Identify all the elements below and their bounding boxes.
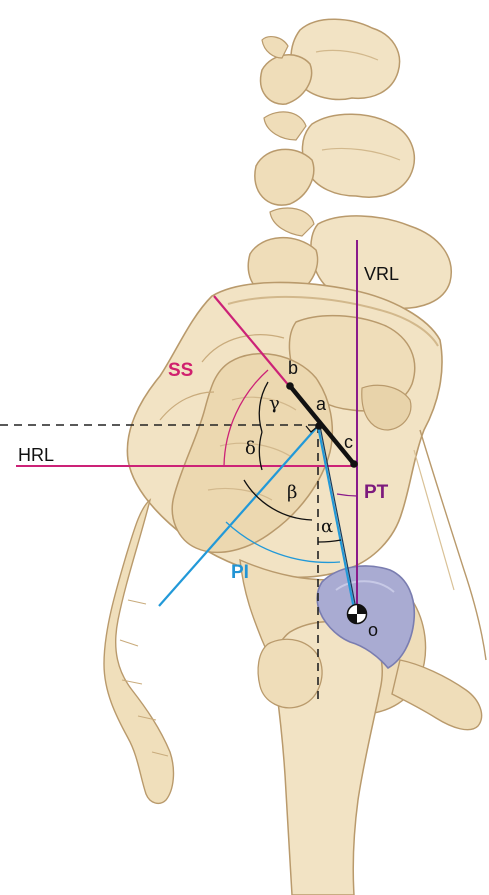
- pi-label: PI: [231, 562, 249, 583]
- ss-label: SS: [168, 360, 193, 381]
- femoral-head-center-icon: [348, 605, 367, 624]
- gamma-label: γ: [269, 393, 280, 414]
- bone-illustration: [104, 19, 486, 895]
- point-c-marker: [350, 460, 358, 468]
- point-c-label: c: [344, 432, 353, 452]
- alpha-label: α: [321, 516, 333, 537]
- point-b-label: b: [288, 358, 298, 378]
- point-a-label: a: [316, 394, 327, 414]
- point-a-marker: [315, 422, 323, 430]
- vrl-label: VRL: [364, 264, 399, 284]
- beta-label: β: [287, 482, 297, 503]
- hrl-label: HRL: [18, 445, 54, 465]
- point-b-marker: [286, 382, 294, 390]
- delta-label: δ: [245, 438, 256, 459]
- pt-label: PT: [364, 482, 389, 503]
- lumbar-vertebra-top: [261, 19, 400, 104]
- lumbar-vertebra-2: [255, 112, 414, 205]
- pubic-ramus: [392, 660, 482, 730]
- greater-trochanter: [258, 639, 322, 708]
- point-o-label: o: [368, 620, 378, 640]
- coccyx: [104, 500, 173, 803]
